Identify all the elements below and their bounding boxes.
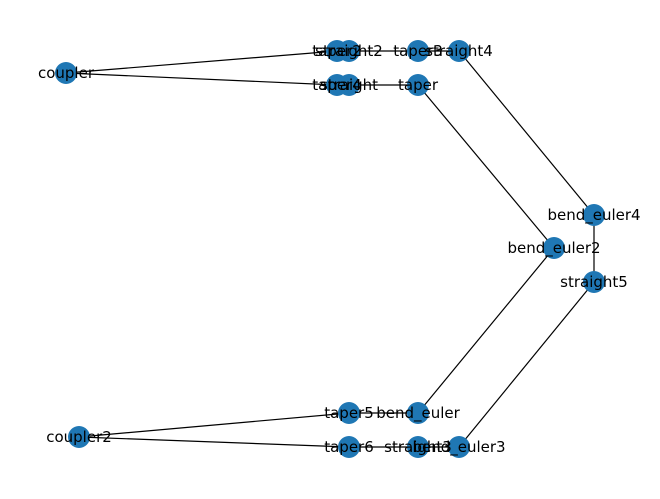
node-label-taper5: taper5 bbox=[324, 404, 374, 422]
node-bend_euler bbox=[407, 402, 429, 424]
edge-coupler-taper2 bbox=[65, 50, 338, 74]
node-label-coupler2: coupler2 bbox=[46, 428, 112, 446]
node-label-straight3: straight3 bbox=[384, 438, 452, 456]
edge-coupler2-taper6 bbox=[78, 436, 350, 448]
edge-taper-bend_euler2 bbox=[417, 84, 555, 249]
node-bend_euler2 bbox=[543, 237, 565, 259]
node-taper5 bbox=[338, 402, 360, 424]
node-label-bend_euler3: bend_euler3 bbox=[412, 438, 505, 457]
node-straight3 bbox=[407, 436, 429, 458]
node-label-bend_euler: bend_euler bbox=[376, 404, 460, 423]
node-straight2 bbox=[338, 40, 360, 62]
node-label-taper6: taper6 bbox=[324, 438, 374, 456]
node-label-straight4: straight4 bbox=[425, 42, 493, 60]
node-bend_euler3 bbox=[448, 436, 470, 458]
edge-bend_euler2-bend_euler bbox=[417, 247, 555, 414]
edges-layer bbox=[65, 50, 595, 448]
node-label-straight5: straight5 bbox=[560, 273, 628, 291]
edge-straight5-bend_euler3 bbox=[458, 281, 595, 448]
node-coupler2 bbox=[68, 426, 90, 448]
node-coupler bbox=[55, 62, 77, 84]
node-taper3 bbox=[407, 40, 429, 62]
node-label-straight2: straight2 bbox=[315, 42, 383, 60]
edge-coupler-taper4 bbox=[65, 72, 338, 86]
node-taper6 bbox=[338, 436, 360, 458]
node-label-coupler: coupler bbox=[38, 64, 95, 82]
node-label-taper: taper bbox=[398, 76, 439, 94]
node-straight bbox=[338, 74, 360, 96]
node-label-taper3: taper3 bbox=[393, 42, 443, 60]
node-label-bend_euler4: bend_euler4 bbox=[547, 206, 640, 225]
node-label-straight: straight bbox=[320, 76, 378, 94]
node-label-bend_euler2: bend_euler2 bbox=[507, 239, 600, 258]
node-label-taper2: taper2 bbox=[312, 42, 362, 60]
nodes-layer bbox=[55, 40, 605, 458]
node-label-taper4: taper4 bbox=[312, 76, 362, 94]
node-straight5 bbox=[583, 271, 605, 293]
node-straight4 bbox=[448, 40, 470, 62]
edge-taper5-coupler2 bbox=[78, 412, 350, 438]
node-taper bbox=[407, 74, 429, 96]
edge-straight4-bend_euler4 bbox=[458, 50, 595, 216]
node-bend_euler4 bbox=[583, 204, 605, 226]
